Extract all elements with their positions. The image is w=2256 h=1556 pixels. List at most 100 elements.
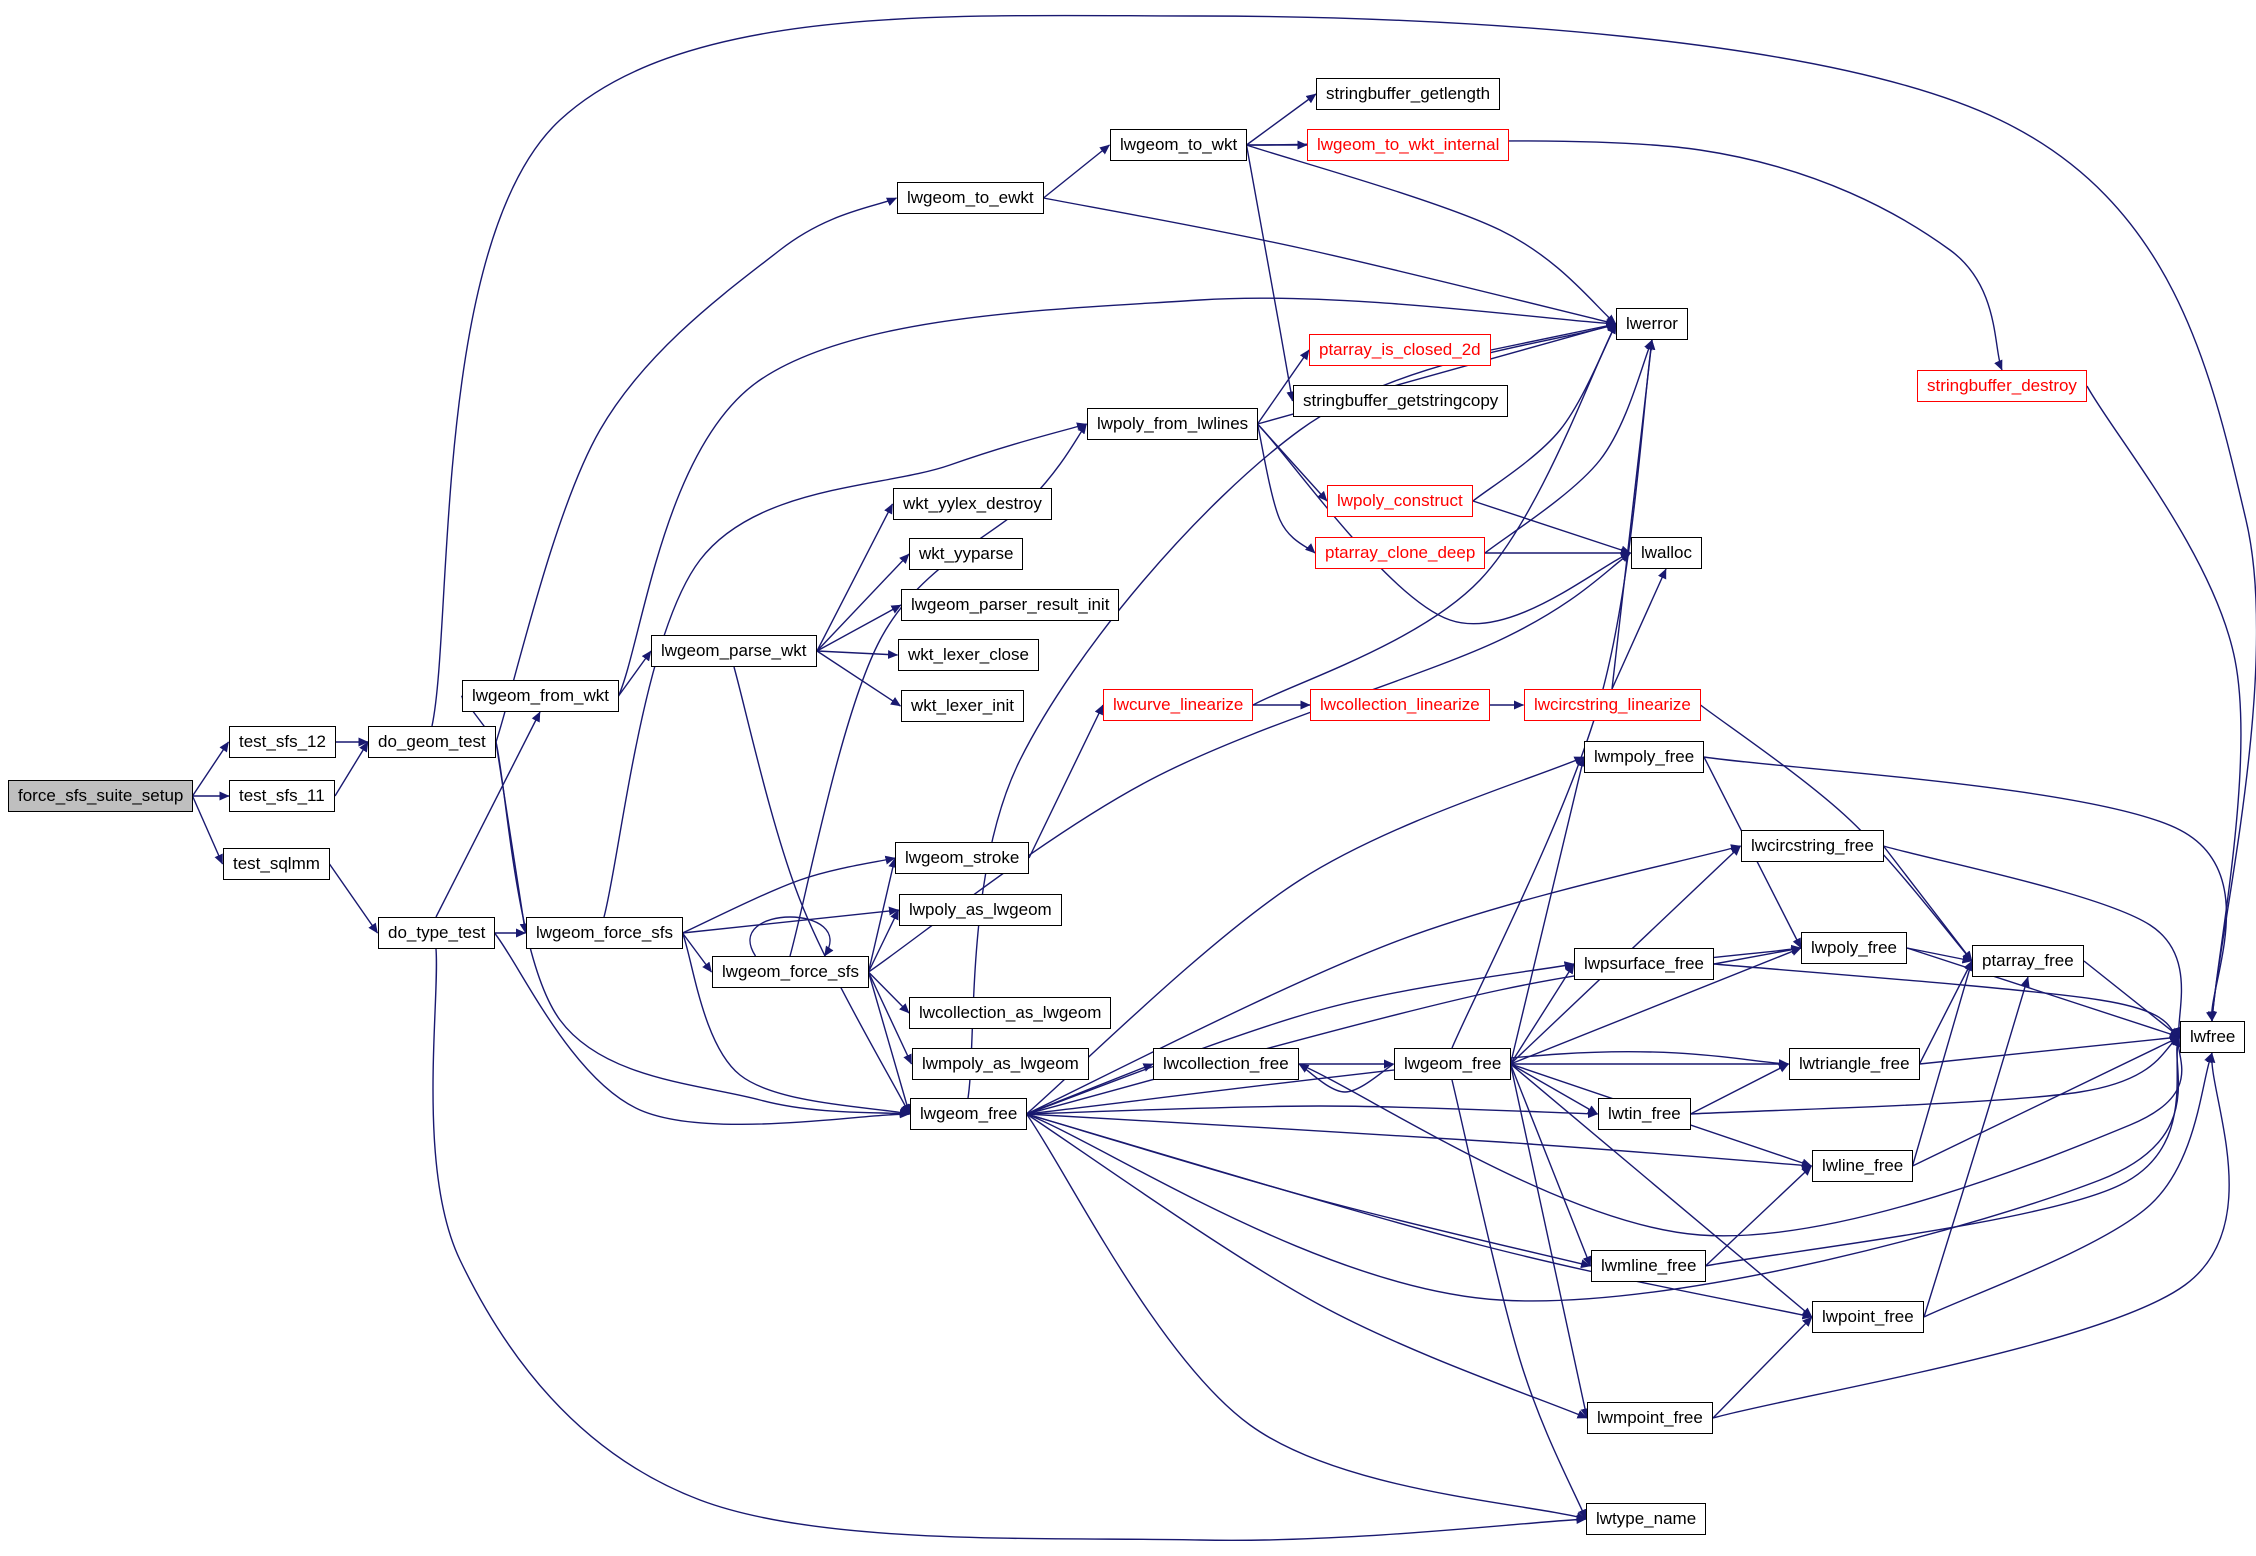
graph-node-lwgeom_parser_result_init[interactable]: lwgeom_parser_result_init: [901, 589, 1120, 621]
edge-lwpoly_from_lwlines-to-ptarray_clone_deep: [1256, 423, 1316, 554]
graph-node-lwpoly_as_lwgeom[interactable]: lwpoly_as_lwgeom: [899, 894, 1062, 926]
graph-node-lwpoly_construct[interactable]: lwpoly_construct: [1327, 485, 1473, 517]
edge-lwgeom_free_l-to-lwpoly_free: [1026, 944, 1802, 1115]
edge-force_sfs_suite_setup-to-test_sfs_12: [191, 741, 230, 797]
graph-node-lwfree[interactable]: lwfree: [2180, 1021, 2246, 1053]
graph-node-lwerror[interactable]: lwerror: [1616, 308, 1688, 340]
graph-node-lwgeom_free_l[interactable]: lwgeom_free: [910, 1098, 1028, 1130]
edge-lwpoint_free-to-ptarray_free: [1923, 976, 2030, 1318]
edge-lwgeom_free_r-to-lwmline_free: [1509, 1063, 1592, 1267]
edge-lwgeom_force_sfs_b-to-lwcollection_as_lwgeom: [868, 971, 910, 1014]
graph-node-lwgeom_stroke[interactable]: lwgeom_stroke: [895, 842, 1030, 874]
graph-node-lwalloc[interactable]: lwalloc: [1631, 537, 1703, 569]
graph-node-test_sfs_12[interactable]: test_sfs_12: [229, 726, 336, 758]
graph-node-lwline_free[interactable]: lwline_free: [1812, 1150, 1914, 1182]
graph-node-lwmpoly_free[interactable]: lwmpoly_free: [1584, 741, 1705, 773]
edge-lwcircstring_free-to-ptarray_free: [1882, 845, 1973, 962]
edge-lwpoly_free-to-ptarray_free: [1906, 947, 1973, 964]
graph-node-stringbuffer_destroy[interactable]: stringbuffer_destroy: [1917, 370, 2087, 402]
graph-node-stringbuffer_getstringcopy[interactable]: stringbuffer_getstringcopy: [1293, 385, 1509, 417]
graph-node-lwtin_free[interactable]: lwtin_free: [1598, 1098, 1691, 1130]
edge-do_geom_test-to-lwgeom_free_l: [495, 741, 911, 1118]
edge-lwgeom_force_sfs_a-to-lwpoly_as_lwgeom: [682, 906, 900, 934]
graph-node-lwpoly_free[interactable]: lwpoly_free: [1801, 932, 1907, 964]
edge-lwgeom_free_l-to-lwmpoint_free: [1026, 1113, 1588, 1419]
edge-lwmpoly_free-to-lwfree: [1703, 756, 2228, 1022]
graph-node-lwmpoly_as_lwgeom[interactable]: lwmpoly_as_lwgeom: [912, 1048, 1089, 1080]
edge-do_geom_test-to-lwgeom_to_ewkt: [495, 197, 898, 743]
graph-node-wkt_yyparse[interactable]: wkt_yyparse: [909, 538, 1024, 570]
graph-node-lwpoint_free[interactable]: lwpoint_free: [1812, 1301, 1924, 1333]
graph-node-lwgeom_to_wkt_internal[interactable]: lwgeom_to_wkt_internal: [1307, 129, 1510, 161]
edge-force_sfs_suite_setup-to-test_sqlmm: [191, 795, 224, 865]
edge-lwtin_free-to-lwfree: [1690, 1036, 2180, 1115]
graph-node-lwgeom_to_ewkt[interactable]: lwgeom_to_ewkt: [897, 182, 1044, 214]
edge-ptarray_is_closed_2d-to-lwerror: [1490, 321, 1617, 351]
edge-lwgeom_parse_wkt-to-wkt_lexer_close: [816, 650, 899, 660]
graph-node-lwcircstring_free[interactable]: lwcircstring_free: [1741, 830, 1884, 862]
graph-node-lwgeom_force_sfs_b[interactable]: lwgeom_force_sfs: [712, 956, 870, 988]
graph-node-lwcircstring_linearize[interactable]: lwcircstring_linearize: [1524, 689, 1701, 721]
edge-lwpsurface_free-to-lwpoly_free: [1713, 945, 1802, 965]
graph-node-lwtype_name[interactable]: lwtype_name: [1586, 1503, 1707, 1535]
edge-lwline_free-to-ptarray_free: [1911, 960, 1974, 1167]
graph-node-wkt_lexer_close[interactable]: wkt_lexer_close: [898, 639, 1039, 671]
graph-node-lwgeom_to_wkt[interactable]: lwgeom_to_wkt: [1110, 129, 1248, 161]
edge-lwmpoint_free-to-lwpoint_free: [1712, 1316, 1813, 1419]
graph-node-stringbuffer_getlength[interactable]: stringbuffer_getlength: [1316, 78, 1501, 110]
edge-lwpoint_free-to-lwfree: [1923, 1052, 2213, 1318]
edge-lwgeom_force_sfs_a-to-lwgeom_force_sfs_b: [681, 932, 713, 973]
edge-do_type_test-to-lwgeom_free_l: [493, 932, 911, 1126]
graph-node-lwtriangle_free[interactable]: lwtriangle_free: [1789, 1048, 1920, 1080]
edge-lwgeom_free_r-to-lwcollection_free: [1298, 1063, 1394, 1093]
graph-node-lwgeom_parse_wkt[interactable]: lwgeom_parse_wkt: [651, 635, 817, 667]
graph-node-lwcollection_free[interactable]: lwcollection_free: [1153, 1048, 1299, 1080]
edge-lwgeom_parse_wkt-to-lwgeom_free_l: [733, 666, 911, 1115]
edge-lwgeom_parse_wkt-to-lwgeom_parser_result_init: [816, 604, 902, 652]
edge-lwmpoint_free-to-lwfree: [1712, 1052, 2230, 1419]
edge-lwgeom_to_wkt-to-stringbuffer_getlength: [1246, 93, 1317, 146]
graph-node-lwcollection_linearize[interactable]: lwcollection_linearize: [1310, 689, 1490, 721]
edge-lwgeom_force_sfs_b-to-lwgeom_force_sfs_b: [749, 916, 834, 957]
edge-lwgeom_free_r-to-lwpoint_free: [1510, 1063, 1813, 1318]
graph-node-ptarray_clone_deep[interactable]: ptarray_clone_deep: [1315, 537, 1486, 569]
graph-node-ptarray_free[interactable]: ptarray_free: [1972, 945, 2084, 977]
graph-node-wkt_yylex_destroy[interactable]: wkt_yylex_destroy: [893, 488, 1052, 520]
edge-lwtin_free-to-lwtriangle_free: [1690, 1063, 1789, 1115]
edge-lwpsurface_free-to-lwfree: [1713, 963, 2181, 1038]
graph-node-lwgeom_force_sfs_a[interactable]: lwgeom_force_sfs: [526, 917, 684, 949]
graph-node-lwmpoint_free[interactable]: lwmpoint_free: [1587, 1402, 1713, 1434]
graph-node-lwpsurface_free[interactable]: lwpsurface_free: [1574, 948, 1715, 980]
graph-node-ptarray_is_closed_2d[interactable]: ptarray_is_closed_2d: [1309, 334, 1491, 366]
edge-lwgeom_free_r-to-lwpsurface_free: [1509, 963, 1575, 1065]
graph-node-lwpoly_from_lwlines[interactable]: lwpoly_from_lwlines: [1087, 408, 1259, 440]
edge-lwgeom_free_l-to-lwpsurface_free: [1026, 961, 1575, 1115]
edge-lwgeom_free_l-to-lwtype_name: [1025, 1113, 1587, 1521]
edge-test_sqlmm-to-do_type_test: [328, 863, 379, 934]
graph-node-test_sfs_11[interactable]: test_sfs_11: [229, 780, 335, 812]
edge-lwpoly_from_lwlines-to-ptarray_is_closed_2d: [1256, 349, 1310, 425]
graph-node-test_sqlmm[interactable]: test_sqlmm: [223, 848, 330, 880]
edge-ptarray_free-to-lwfree: [2083, 960, 2180, 1038]
edge-lwgeom_free_r-to-lwmpoly_free: [1509, 756, 1587, 1065]
graph-node-lwcurve_linearize[interactable]: lwcurve_linearize: [1103, 689, 1254, 721]
graph-node-lwmline_free[interactable]: lwmline_free: [1591, 1250, 1707, 1282]
edge-lwgeom_parse_wkt-to-wkt_yylex_destroy: [816, 503, 894, 652]
graph-node-force_sfs_suite_setup[interactable]: force_sfs_suite_setup: [8, 780, 194, 812]
edge-lwgeom_free_l-to-lwpoint_free: [1026, 1113, 1813, 1320]
edge-lwcircstring_linearize-to-ptarray_free: [1700, 704, 1973, 962]
edge-do_type_test-to-lwtype_name: [432, 948, 1587, 1542]
graph-node-lwcollection_as_lwgeom[interactable]: lwcollection_as_lwgeom: [909, 997, 1112, 1029]
graph-node-do_geom_test[interactable]: do_geom_test: [368, 726, 496, 758]
edge-lwgeom_to_ewkt-to-lwgeom_to_wkt: [1043, 144, 1110, 199]
edge-lwgeom_force_sfs_b-to-lwgeom_free_l: [867, 971, 912, 1115]
graph-node-wkt_lexer_init[interactable]: wkt_lexer_init: [901, 690, 1024, 722]
edge-lwcurve_linearize-to-lwerror: [1252, 323, 1617, 706]
edge-test_sfs_11-to-do_geom_test: [334, 741, 369, 797]
graph-node-lwgeom_from_wkt[interactable]: lwgeom_from_wkt: [462, 680, 619, 712]
edge-lwtriangle_free-to-ptarray_free: [1918, 960, 1973, 1065]
graph-node-do_type_test[interactable]: do_type_test: [378, 917, 496, 949]
edge-lwgeom_free_l-to-lwcircstring_free: [1026, 844, 1742, 1115]
graph-node-lwgeom_free_r[interactable]: lwgeom_free: [1394, 1048, 1512, 1080]
